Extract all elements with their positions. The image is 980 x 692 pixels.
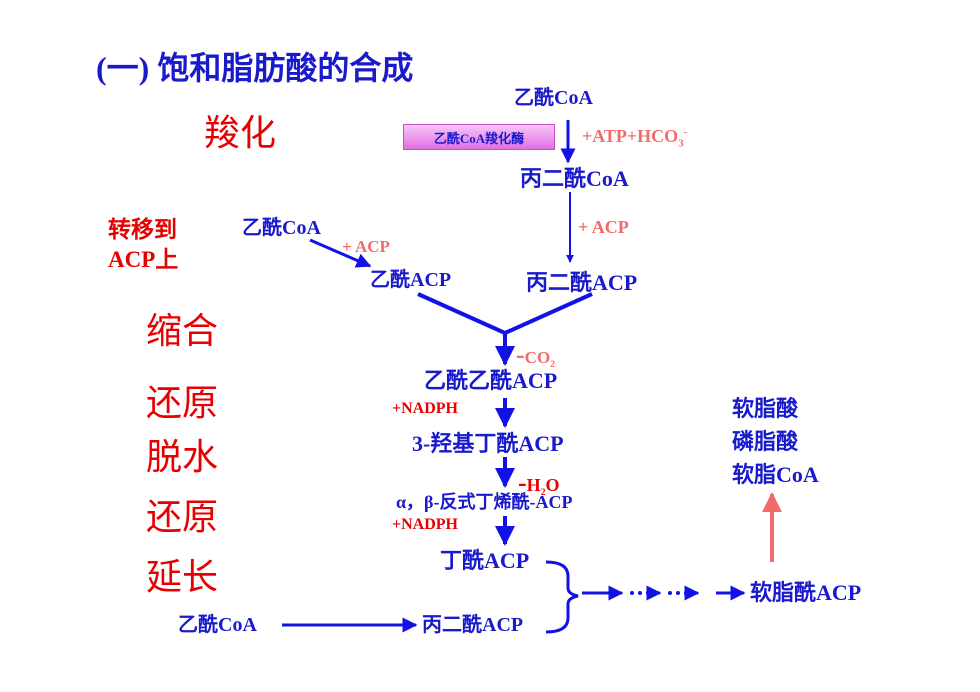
chain-dot — [668, 591, 672, 595]
acetyl-coa-top: 乙酰CoA — [514, 87, 593, 109]
co2-label: -CO2 — [516, 342, 555, 370]
chain-dot — [638, 591, 642, 595]
malonyl-coa: 丙二酰CoA — [520, 166, 629, 191]
hco3-superscript: - — [683, 126, 688, 138]
enzyme-box: 乙酰CoA羧化酶 — [403, 124, 555, 150]
step-transfer-line1: 转移到 — [108, 217, 177, 242]
hco3-subscript: 3 — [678, 137, 684, 150]
h2o-label: -H2O — [518, 470, 560, 498]
acetoacetyl-acp: 乙酰乙酰ACP — [424, 368, 558, 393]
acetyl-acp: 乙酰ACP — [370, 269, 452, 291]
malonyl-acp: 丙二酰ACP — [526, 270, 638, 295]
acetyl-coa-left: 乙酰CoA — [242, 217, 321, 239]
curly-brace — [545, 560, 579, 634]
palmitoyl-acp: 软脂酰ACP — [750, 580, 862, 605]
acetyl-coa-bottom: 乙酰CoA — [178, 614, 257, 636]
step-reduction-2: 还原 — [146, 497, 219, 538]
co2-minus: - — [516, 340, 525, 369]
step-elongation: 延长 — [146, 557, 219, 598]
h2o-h: H — [526, 475, 541, 495]
product-phosphatidic-acid: 磷脂酸 — [732, 429, 799, 454]
co2-subscript: 2 — [550, 359, 555, 371]
malonyl-acp-bottom: 丙二酰ACP — [422, 614, 524, 636]
product-palmitoyl-coa: 软脂CoA — [732, 462, 819, 487]
h2o-subscript: 2 — [540, 487, 546, 499]
step-carboxylation: 羧化 — [204, 113, 277, 154]
h2o-minus: - — [518, 468, 527, 497]
arrow-acetyl-transfer — [309, 238, 372, 268]
step-reduction-1: 还原 — [146, 383, 219, 424]
butyryl-acp: 丁酰ACP — [440, 548, 530, 573]
page-title: (一) 饱和脂肪酸的合成 — [96, 50, 414, 86]
step-dehydration: 脱水 — [146, 437, 219, 478]
chain-dot — [630, 591, 634, 595]
chain-dot — [676, 591, 680, 595]
hydroxybutyryl-acp: 3-羟基丁酰ACP — [412, 431, 564, 456]
nadph-2: +NADPH — [392, 516, 458, 533]
co2-text: CO — [524, 348, 551, 367]
atp-hco3-text: +ATP+HCO — [582, 126, 679, 146]
step-transfer-line2: ACP上 — [108, 247, 179, 272]
y-right-branch — [504, 292, 593, 335]
plus-acp-left: + ACP — [342, 237, 390, 256]
y-left-branch — [417, 292, 506, 335]
nadph-1: +NADPH — [392, 400, 458, 417]
product-palmitic-acid: 软脂酸 — [732, 396, 799, 421]
butenoyl-acp: α，β-反式丁烯酰-ACP — [396, 492, 573, 512]
step-condensation: 缩合 — [146, 311, 219, 352]
h2o-o: O — [545, 475, 560, 495]
plus-acp-right: + ACP — [578, 217, 629, 237]
atp-hco3-label: +ATP+HCO3- — [582, 127, 687, 149]
